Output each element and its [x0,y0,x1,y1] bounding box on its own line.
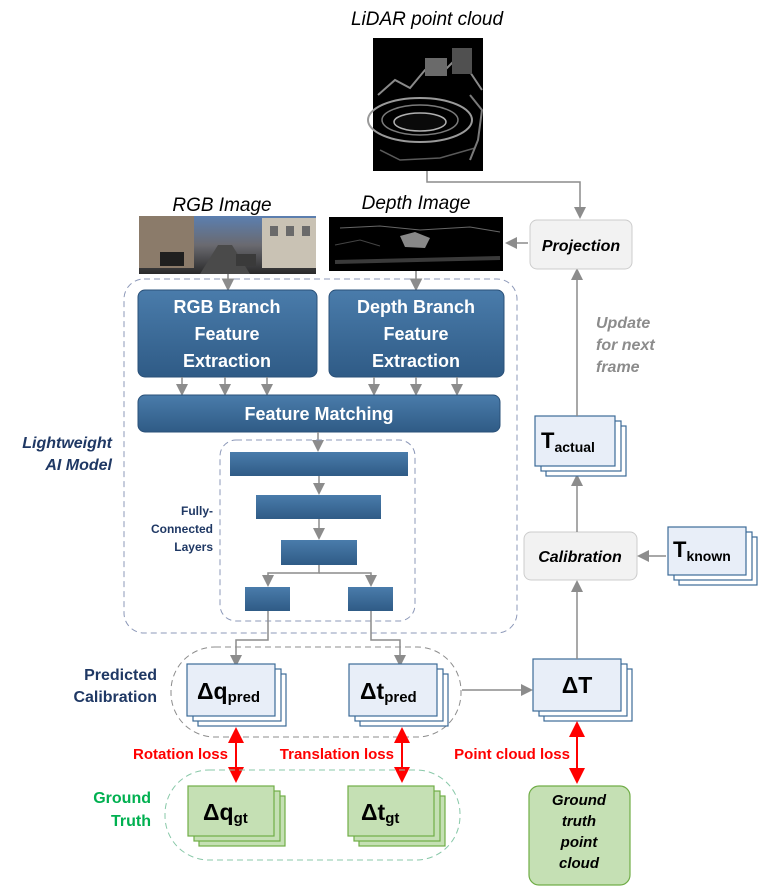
arrow-lidar-to-projection [426,171,586,219]
rgb-camera-image [139,216,316,274]
arrow-to-dq-pred [230,611,269,667]
ground-truth-container [164,769,461,861]
gt-cloud-line3: point [560,834,599,851]
dt-gt-symbol: Δt [361,799,386,825]
update-label-line1: Update [596,315,650,332]
fc-head-translation [348,587,393,611]
delta-t-stack: ΔT [532,658,633,722]
arrow-to-dt-pred [370,611,406,667]
dq-gt-symbol: Δq [203,799,234,825]
t-known-symbol: T [673,537,687,562]
ground-truth-label-line2: Truth [111,813,151,830]
depth-branch-line2: Feature [383,324,448,344]
gt-cloud-line4: cloud [559,855,600,872]
gt-cloud-line1: Ground [552,792,607,809]
projection-label: Projection [542,238,620,255]
fc-label-line1: Fully- [181,504,213,518]
depth-image-title: Depth Image [362,193,471,214]
calibration-label: Calibration [538,549,622,566]
fc-label-line3: Layers [174,540,213,554]
dq-gt-subscript: gt [234,810,248,827]
lightweight-label-line1: Lightweight [22,435,112,452]
t-known-subscript: known [686,548,730,564]
update-label-line2: for next [596,337,655,354]
depth-branch-line3: Extraction [372,351,460,371]
svg-text:Δtgt: Δtgt [361,799,399,827]
t-actual-symbol: T [541,428,555,453]
fc-label-line2: Connected [151,522,213,536]
svg-text:Δtpred: Δtpred [360,678,417,706]
calibration-box: Calibration [523,531,638,581]
delta-t-label: ΔT [562,672,593,698]
depth-branch-line1: Depth Branch [357,297,475,317]
t-actual-stack: Tactual [534,415,627,477]
dq-gt-stack: Δqgt [187,785,286,847]
rgb-image-title: RGB Image [172,195,271,216]
dt-gt-stack: Δtgt [347,785,446,847]
dt-pred-subscript: pred [384,689,417,706]
dt-gt-subscript: gt [385,810,399,827]
svg-text:Δqpred: Δqpred [197,678,260,706]
svg-text:Δqgt: Δqgt [203,799,248,827]
gt-cloud-line2: truth [562,813,596,830]
predicted-calibration-container [170,646,462,738]
branch-to-matching-arrows [176,377,463,396]
feature-matching-label: Feature Matching [244,404,393,424]
depth-image [329,217,503,271]
fc-layer-1 [230,452,408,476]
dq-pred-symbol: Δq [197,678,228,704]
rgb-branch-line2: Feature [194,324,259,344]
dt-pred-stack: Δtpred [348,663,449,727]
fc-layer-stack [230,452,408,611]
predicted-label-line1: Predicted [84,667,157,684]
svg-text:Tactual: Tactual [541,428,595,455]
svg-text:Tknown: Tknown [673,537,731,564]
fc-layers-container [219,439,416,622]
projection-box: Projection [529,219,633,270]
t-known-stack: Tknown [667,526,758,586]
rgb-branch-line3: Extraction [183,351,271,371]
depth-branch-box: Depth Branch Feature Extraction [328,289,505,378]
dt-pred-symbol: Δt [360,678,385,704]
t-actual-subscript: actual [554,439,594,455]
update-label-line3: frame [596,359,640,376]
translation-loss-label: Translation loss [280,746,394,763]
ai-model-container [123,278,518,634]
rgb-branch-box: RGB Branch Feature Extraction [137,289,318,378]
lidar-point-cloud-image [367,38,484,171]
gt-point-cloud-box: Ground truth point cloud [528,785,631,886]
ground-truth-label-line1: Ground [93,790,151,807]
feature-matching-box: Feature Matching [137,394,501,433]
fc-head-rotation [245,587,290,611]
dq-pred-stack: Δqpred [186,663,287,727]
dq-pred-subscript: pred [228,689,261,706]
lightweight-label-line2: AI Model [44,457,112,474]
rgb-branch-line1: RGB Branch [173,297,280,317]
point-cloud-loss-label: Point cloud loss [454,746,570,763]
lidar-title: LiDAR point cloud [351,9,505,30]
fc-layer-3 [281,540,357,565]
predicted-label-line2: Calibration [73,689,157,706]
fc-layer-2 [256,495,381,519]
rotation-loss-label: Rotation loss [133,746,228,763]
